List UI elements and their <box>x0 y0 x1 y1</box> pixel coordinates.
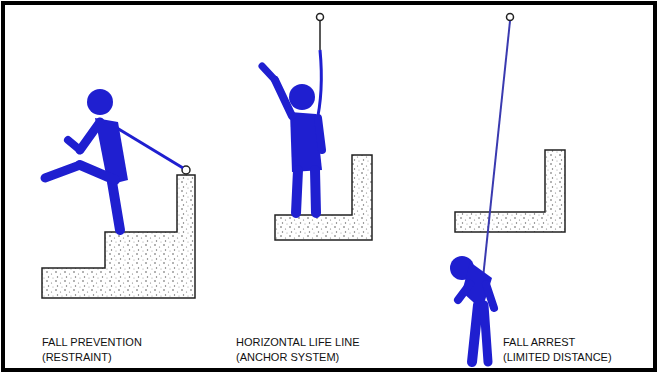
caption-label: HORIZONTAL LIFE LINE (ANCHOR SYSTEM) <box>236 335 370 365</box>
arrest-figure <box>450 14 565 363</box>
caption-label: FALL PREVENTION (RESTRAINT) <box>42 335 160 365</box>
restraint-figure <box>42 89 195 298</box>
caption-label: FALL ARREST (LIMITED DISTANCE) <box>503 335 621 365</box>
anchor-figure <box>262 14 372 241</box>
frame <box>3 3 655 370</box>
